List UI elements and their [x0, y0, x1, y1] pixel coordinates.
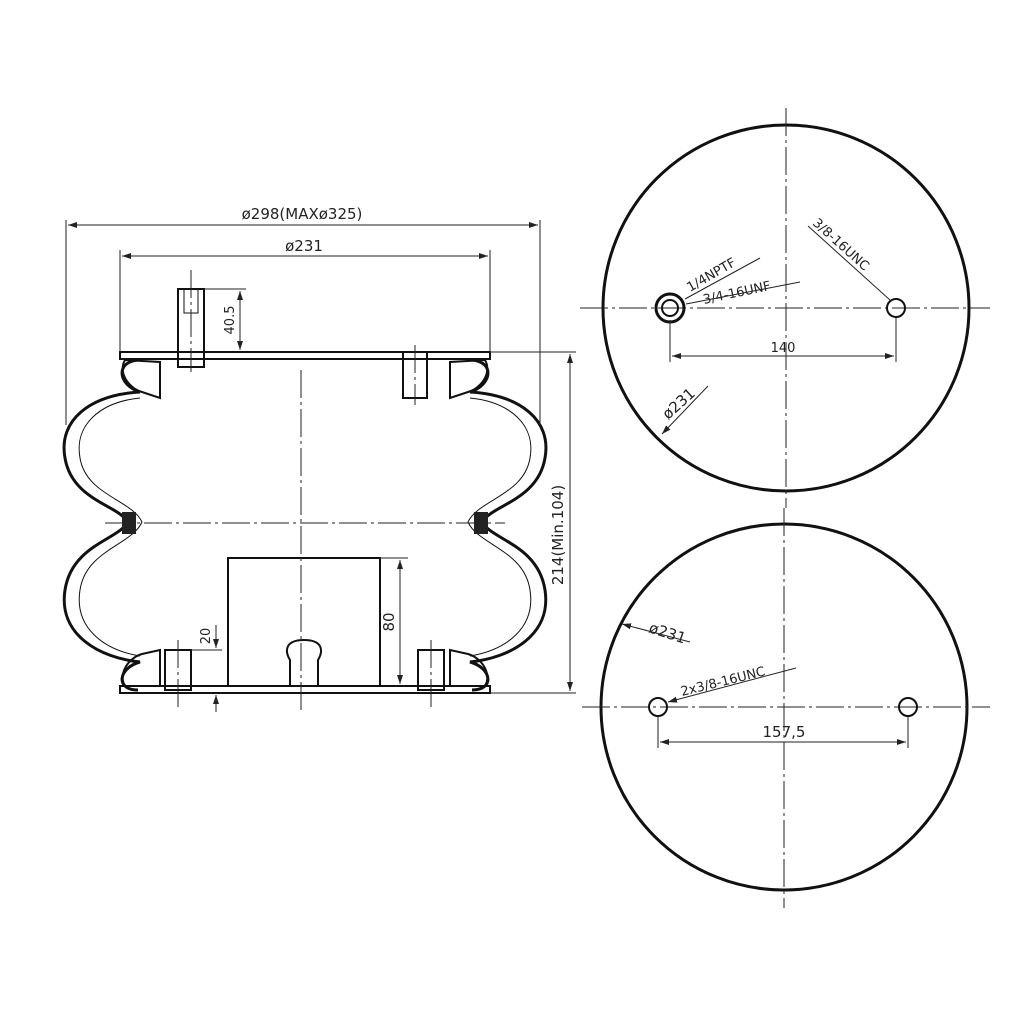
bottom-stud-hole-left — [648, 697, 668, 717]
bumper — [227, 557, 381, 687]
dim-total-height: 214(Min.104) — [549, 485, 567, 585]
bottom-view: ø231 2x3/8-16UNC 157,5 — [582, 508, 990, 908]
dim-outer-diameter: ø298(MAXø325) — [242, 205, 363, 223]
bellows-inner-profile — [78, 397, 532, 657]
dim-bumper-height: 80 — [380, 612, 398, 631]
dim-diameter-bottom: ø231 — [647, 619, 689, 648]
bottom-plate — [119, 685, 491, 694]
side-stud-hole — [886, 298, 906, 318]
top-view: 1/4NPTF 3/4-16UNF 3/8-16UNC 140 ø231 — [580, 108, 990, 508]
air-fitting-hole-inner — [661, 299, 679, 317]
bottom-bead-right — [449, 648, 489, 687]
label-side-stud: 3/8-16UNC — [809, 216, 871, 274]
dim-stud-height: 40.5 — [223, 306, 238, 335]
top-plate — [119, 351, 491, 360]
top-bead-right — [449, 358, 489, 400]
bottom-stud-hole-right — [898, 697, 918, 717]
dim-stud-spacing-top: 140 — [771, 341, 796, 356]
bottom-bead-left — [121, 648, 161, 687]
side-view: ø298(MAXø325) ø231 40.5 214(Min.104) 80 … — [62, 205, 576, 712]
dim-stud-offset: 20 — [199, 628, 214, 645]
dim-plate-diameter: ø231 — [285, 237, 323, 255]
label-bottom-studs: 2x3/8-16UNC — [679, 664, 766, 699]
top-bead-left — [121, 358, 161, 400]
dim-stud-spacing-bottom: 157,5 — [763, 723, 806, 741]
